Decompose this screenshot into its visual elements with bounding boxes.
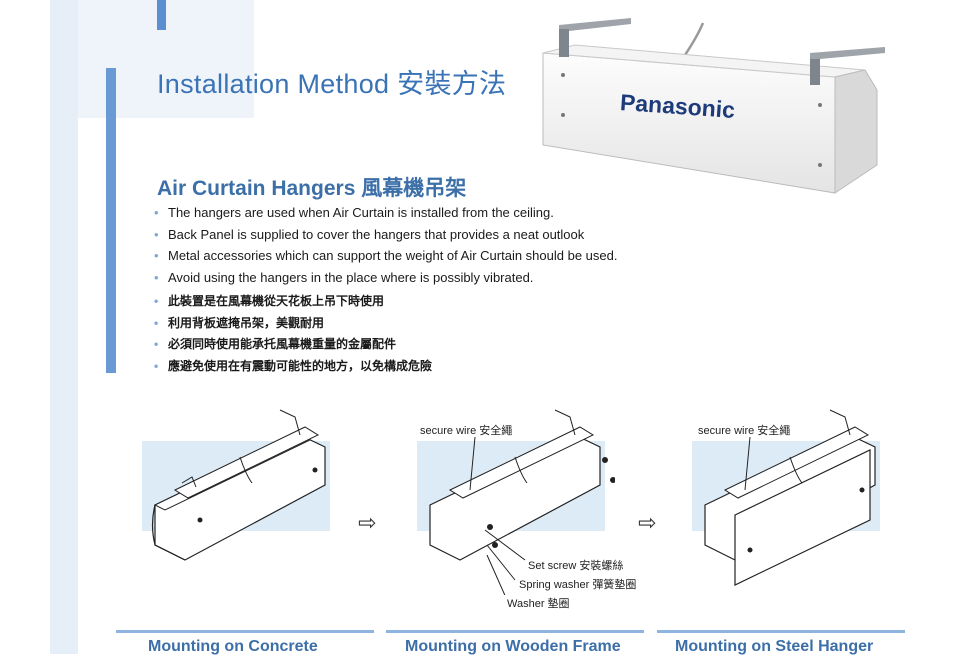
- background-stripe: [50, 0, 78, 654]
- caption-rule: [116, 630, 374, 633]
- page-title: Installation Method 安裝方法: [157, 69, 507, 99]
- secure-wire-label: secure wire 安全繩: [698, 425, 791, 437]
- caption-rule: [386, 630, 644, 633]
- list-item: Back Panel is supplied to cover the hang…: [152, 224, 712, 246]
- caption-rule: [657, 630, 905, 633]
- list-item: 此裝置是在風幕機從天花板上吊下時使用: [152, 291, 712, 313]
- next-arrow-icon: ⇨: [358, 510, 377, 535]
- list-item: 必須同時使用能承托風幕機重量的金屬配件: [152, 334, 712, 356]
- section-title: Air Curtain Hangers 風幕機吊架: [157, 177, 467, 200]
- english-bullet-list: The hangers are used when Air Curtain is…: [152, 202, 712, 288]
- concrete-mounting-diagram: [142, 409, 330, 561]
- list-item: Metal accessories which can support the …: [152, 245, 712, 267]
- spring-washer-label: Spring washer 彈簧墊圈: [519, 579, 637, 591]
- caption-concrete: Mounting on Concrete: [148, 638, 318, 655]
- air-curtain-product-image: [542, 18, 885, 194]
- wooden-frame-mounting-diagram: [417, 409, 615, 595]
- accent-bar: [106, 68, 116, 373]
- chinese-bullet-list: 此裝置是在風幕機從天花板上吊下時使用 利用背板遮掩吊架，美觀耐用 必須同時使用能…: [152, 291, 712, 377]
- caption-wooden-frame: Mounting on Wooden Frame: [405, 638, 621, 655]
- list-item: The hangers are used when Air Curtain is…: [152, 202, 712, 224]
- secure-wire-label: secure wire 安全繩: [420, 425, 513, 437]
- accent-tick: [157, 0, 166, 30]
- next-arrow-icon: ⇨: [638, 510, 657, 535]
- list-item: 應避免使用在有震動可能性的地方，以免構成危險: [152, 356, 712, 378]
- steel-hanger-mounting-diagram: [692, 409, 880, 586]
- list-item: 利用背板遮掩吊架，美觀耐用: [152, 313, 712, 335]
- washer-label: Washer 墊圈: [507, 598, 570, 610]
- list-item: Avoid using the hangers in the place whe…: [152, 267, 712, 289]
- caption-steel-hanger: Mounting on Steel Hanger: [675, 638, 874, 655]
- set-screw-label: Set screw 安裝螺絲: [528, 560, 624, 572]
